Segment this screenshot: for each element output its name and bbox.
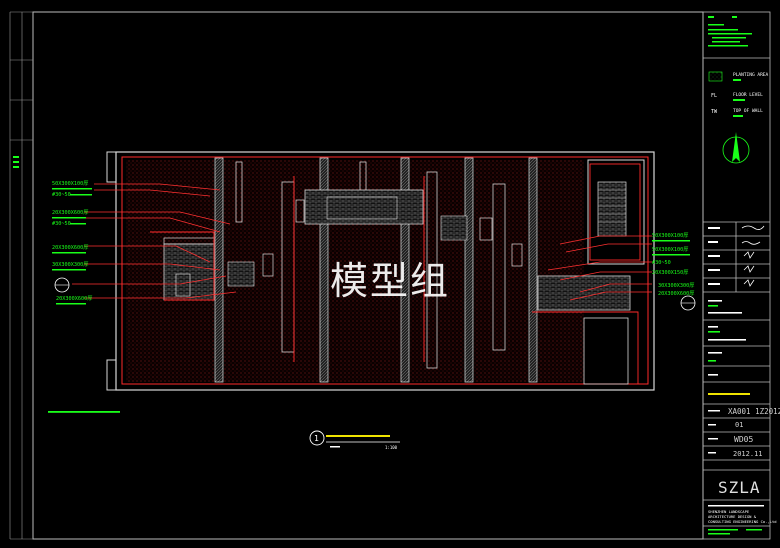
left-callout-6: 30X300X300厚 xyxy=(52,261,88,268)
planting-area-swatch xyxy=(708,71,723,82)
plan-title-number: 1 xyxy=(314,434,319,443)
left-callout-1: 50X300X100厚 xyxy=(52,180,88,187)
company-line-1: SHENZHEN LANDSCAPE xyxy=(708,509,750,514)
floor-plan xyxy=(106,151,655,391)
right-callout-5: 30X300X300厚 xyxy=(658,282,694,289)
right-callout-3: #30~50 xyxy=(652,260,671,266)
right-annotations: 50X300X100厚 50X300X100厚 #30~50 20X300X15… xyxy=(652,232,696,311)
company-line-2: ARCHITECTURE DESIGN & xyxy=(708,514,757,519)
plan-title: 1 1:100 xyxy=(309,430,400,450)
company-logo: SZLA xyxy=(718,478,761,497)
leader-lines xyxy=(72,183,652,301)
general-notes xyxy=(708,16,752,47)
plan-note xyxy=(48,411,120,413)
left-callout-2: #30~50 xyxy=(52,192,71,198)
drawing-number: XA001 1Z2012 xyxy=(728,407,780,416)
legend-fl-label: FLOOR LEVEL xyxy=(733,92,763,98)
sheet-number: 01 xyxy=(735,421,743,429)
drawing-date: 2012.11 xyxy=(733,450,763,458)
left-annotations: 50X300X100厚 #30~50 20X300X600厚 #30~50 20… xyxy=(52,180,92,305)
left-callout-3: 20X300X600厚 xyxy=(52,209,88,216)
left-callout-5: 20X300X600厚 xyxy=(52,244,88,251)
left-callout-7: 20X300X600厚 xyxy=(56,295,92,302)
legend-planting-label: PLANTING AREA xyxy=(733,72,769,78)
title-block-rows xyxy=(708,225,765,395)
watermark-title: 模型组 xyxy=(330,259,451,303)
drawing-code: WD05 xyxy=(734,435,753,444)
right-callout-6: 20X300X600厚 xyxy=(658,290,694,297)
right-callout-4: 20X300X150厚 xyxy=(652,269,688,276)
title-block-row-labels xyxy=(708,410,720,454)
title-block-footer xyxy=(708,529,762,535)
left-strip-marks xyxy=(13,156,19,168)
plan-title-scale: 1:100 xyxy=(385,445,398,450)
left-callout-4: #30~50 xyxy=(52,221,71,227)
north-arrow-icon xyxy=(722,132,750,164)
right-callout-1: 50X300X100厚 xyxy=(652,232,688,239)
right-callout-2: 50X300X100厚 xyxy=(652,246,688,253)
legend-tw-symbol: TW xyxy=(711,109,718,115)
company-line-3: CONSULTING ENGINEERING Co.,Ltd xyxy=(708,519,777,524)
left-binding-strip xyxy=(9,11,33,540)
title-block-frame xyxy=(702,11,771,540)
legend-fl-symbol: FL xyxy=(711,93,717,99)
legend-tw-label: TOP OF WALL xyxy=(733,108,763,114)
